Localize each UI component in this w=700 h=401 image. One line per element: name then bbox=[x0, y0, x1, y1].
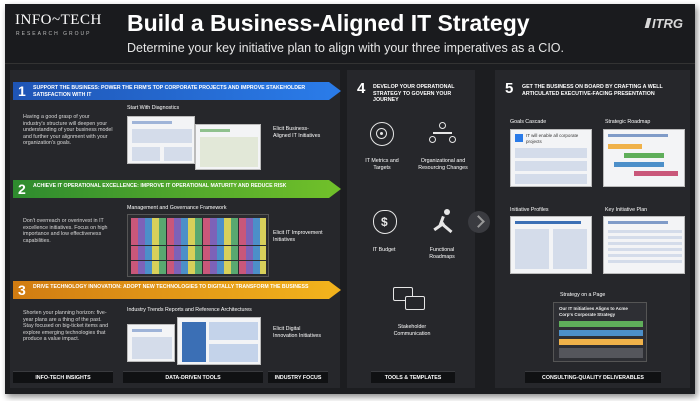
arrow-icon bbox=[329, 82, 341, 100]
arrow-icon bbox=[329, 281, 341, 299]
arrow-icon bbox=[329, 180, 341, 198]
framework-thumbnail bbox=[127, 214, 269, 277]
imperative-3-band: 3 DRIVE TECHNOLOGY INNOVATION: ADOPT NEW… bbox=[13, 281, 341, 299]
key-initiative-plan-thumbnail bbox=[603, 216, 685, 274]
logo-subtitle: RESEARCH GROUP bbox=[16, 31, 92, 37]
header: INFO~TECH RESEARCH GROUP Build a Busines… bbox=[5, 4, 695, 64]
imperative-3-outcome: Elicit Digital Innovation Initiatives bbox=[273, 326, 321, 339]
step-4-number: 4 bbox=[357, 80, 366, 97]
imperative-2-outcome: Elicit IT Improvement Initiatives bbox=[273, 230, 323, 243]
goals-cascade-thumbnail: IT will enable all corporate projects bbox=[510, 129, 592, 187]
imperative-1-outcome: Elicit Business-Aligned IT Initiatives bbox=[273, 126, 321, 139]
imperative-1-number: 1 bbox=[18, 83, 26, 99]
imperative-2-tool-title: Management and Governance Framework bbox=[127, 205, 227, 211]
infographic: INFO~TECH RESEARCH GROUP Build a Busines… bbox=[5, 4, 695, 394]
step-4-item-roadmaps: Functional Roadmaps bbox=[429, 247, 455, 260]
deliverable-initiative-profiles: Initiative Profiles bbox=[510, 207, 549, 213]
running-person-icon bbox=[430, 209, 456, 235]
next-chevron-icon bbox=[468, 211, 490, 233]
target-icon bbox=[370, 122, 394, 146]
step-4-item-org: Organizational and Resourcing Changes bbox=[418, 158, 468, 171]
strategic-roadmap-thumbnail bbox=[603, 129, 685, 187]
architecture-thumbnail bbox=[177, 317, 261, 365]
logo: INFO~TECH bbox=[15, 12, 102, 28]
imperative-2-band: 2 ACHIEVE IT OPERATIONAL EXCELLENCE: IMP… bbox=[13, 180, 341, 198]
imperative-2-heading: ACHIEVE IT OPERATIONAL EXCELLENCE: IMPRO… bbox=[33, 183, 287, 189]
deliverable-strategic-roadmap: Strategic Roadmap bbox=[605, 119, 651, 125]
imperative-3-description: Shorten your planning horizon: five-year… bbox=[23, 310, 109, 343]
money-bag-icon: $ bbox=[373, 210, 397, 234]
step-4-title: DEVELOP YOUR OPERATIONAL STRATEGY TO GOV… bbox=[373, 84, 455, 104]
page-title: Build a Business-Aligned IT Strategy bbox=[127, 10, 530, 36]
brand-text: ITRG bbox=[651, 16, 683, 31]
imperative-1-band: 1 SUPPORT THE BUSINESS: POWER THE FIRM'S… bbox=[13, 82, 341, 100]
imperative-1-heading: SUPPORT THE BUSINESS: POWER THE FIRM'S T… bbox=[33, 85, 306, 98]
imperative-3-tool-title: Industry Trends Reports and Reference Ar… bbox=[127, 307, 252, 313]
trends-thumbnail bbox=[127, 324, 175, 362]
page-subtitle: Determine your key initiative plan to al… bbox=[127, 41, 564, 55]
deliverable-strategy-on-page: Strategy on a Page bbox=[560, 292, 606, 298]
brand-badge: ITRG bbox=[644, 16, 683, 31]
footer-templates: TOOLS & TEMPLATES bbox=[371, 371, 455, 383]
step-4-item-communication: Stakeholder Communication bbox=[393, 324, 431, 337]
chat-bubbles-icon bbox=[393, 287, 427, 315]
imperative-1-description: Having a good grasp of your industry's s… bbox=[23, 114, 113, 147]
brand-mark-icon bbox=[644, 18, 652, 28]
deliverable-key-initiative-plan: Key Initiative Plan bbox=[605, 207, 648, 213]
diagnostics-thumbnail bbox=[127, 116, 195, 164]
footer-deliverables: CONSULTING-QUALITY DELIVERABLES bbox=[525, 371, 661, 383]
imperative-2-number: 2 bbox=[18, 181, 26, 197]
operational-strategy-panel bbox=[347, 70, 475, 388]
footer-insights: INFO-TECH INSIGHTS bbox=[13, 371, 113, 383]
step-5-number: 5 bbox=[505, 80, 514, 97]
footer-tools: DATA-DRIVEN TOOLS bbox=[123, 371, 263, 383]
deliverable-goals-cascade: Goals Cascade bbox=[510, 119, 547, 125]
step-4-item-budget: IT Budget bbox=[372, 247, 396, 253]
initiative-profiles-thumbnail bbox=[510, 216, 592, 274]
org-chart-icon bbox=[427, 122, 457, 146]
goals-cascade-text: IT will enable all corporate projects bbox=[526, 133, 579, 144]
imperative-3-heading: DRIVE TECHNOLOGY INNOVATION: ADOPT NEW T… bbox=[33, 284, 309, 290]
imperative-1-tool-title: Start With Diagnostics bbox=[127, 105, 180, 111]
step-4-item-metrics: IT Metrics and Targets bbox=[365, 158, 399, 171]
step-5-title: GET THE BUSINESS ON BOARD BY CRAFTING A … bbox=[522, 84, 663, 97]
diagnostics-thumbnail-2 bbox=[195, 124, 261, 170]
imperative-2-description: Don't overreach or overinvest in IT exce… bbox=[23, 218, 108, 244]
strategy-on-page-text: Our IT Initiatives Aligns to Acme Corp's… bbox=[559, 306, 628, 317]
imperative-3-number: 3 bbox=[18, 282, 26, 298]
strategy-on-page-thumbnail: Our IT Initiatives Aligns to Acme Corp's… bbox=[553, 302, 647, 362]
footer-focus: INDUSTRY FOCUS bbox=[268, 371, 328, 383]
